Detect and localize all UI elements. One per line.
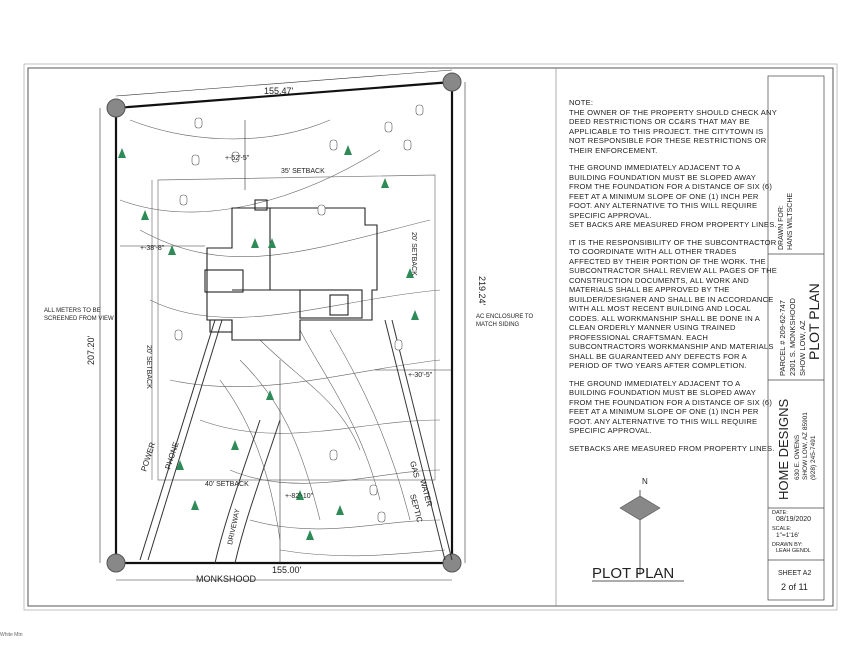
scale-label: SCALE: — [772, 526, 792, 532]
left-setback-label: 20' SETBACK — [145, 345, 152, 389]
credit-text: White Mtn — [0, 632, 23, 638]
bottom-dimension: 155.00' — [272, 565, 302, 575]
house-side-dimension: +-38'-8" — [140, 245, 165, 252]
trees — [174, 104, 424, 523]
meters-note-line1: ALL METERS TO BE — [44, 308, 101, 314]
corner-pin — [442, 553, 462, 573]
ac-note-line2: MATCH SIDING — [476, 322, 520, 328]
corner-pin — [442, 72, 462, 92]
title-block — [767, 75, 825, 601]
sheet-border — [27, 67, 834, 607]
drawn-for-label: DRAWN FOR: — [778, 205, 785, 250]
sheet-count: 2 of 11 — [781, 582, 808, 592]
client-name: HANS WILTSCHE — [787, 192, 794, 250]
conifers — [118, 145, 419, 540]
note-subcontractor: IT IS THE RESPONSIBILITY OF THE SUBCONTR… — [569, 237, 778, 371]
note-foundation-slope: THE GROUND IMMEDIATELY ADJACENT TO A BUI… — [569, 163, 773, 220]
right-setback-label: 20' SETBACK — [410, 232, 417, 276]
property-boundary — [114, 80, 454, 565]
north-arrow-icon — [619, 490, 661, 575]
note-deed-restrictions: THE OWNER OF THE PROPERTY SHOULD CHECK A… — [569, 107, 777, 155]
company-phone: (928) 245-7491 — [810, 435, 817, 480]
ac-note-line1: AC ENCLOSURE TO — [476, 314, 533, 320]
parcel-number: PARCEL # 209-62-747 — [778, 300, 787, 376]
top-setback-label: 35' SETBACK — [281, 168, 325, 175]
sheet-outer-border — [23, 63, 838, 611]
note-foundation-slope-2: THE GROUND IMMEDIATELY ADJACENT TO A BUI… — [569, 378, 773, 436]
plot-plan-title: PLOT PLAN — [592, 565, 674, 582]
corner-pin — [106, 98, 126, 118]
note-setbacks: SET BACKS ARE MEASURED FROM PROPERTY LIN… — [569, 220, 777, 229]
septic-label: SEPTIC — [408, 493, 424, 523]
bottom-setback-label: 40' SETBACK — [205, 481, 249, 488]
sheet-number: SHEET A2 — [778, 570, 812, 577]
power-label: POWER — [139, 441, 157, 473]
sheet-title: PLOT PLAN — [806, 283, 822, 360]
house-front-dimension: +-52'-5" — [225, 155, 250, 162]
house-footprint — [204, 199, 378, 341]
drawn-by-label: DRAWN BY: — [772, 542, 803, 548]
date-value: 08/19/2020 — [776, 516, 812, 523]
company-address: 630 E. OWENS — [794, 434, 801, 480]
utility-lines — [139, 319, 453, 564]
meters-note-line2: SCREENED FROM VIEW — [44, 316, 114, 322]
site-address: 2301 S. MONKSHOOD — [788, 298, 797, 376]
house-right-dimension: +-30'-5" — [408, 372, 433, 379]
right-dimension: 219.24' — [477, 276, 487, 306]
company-name: HOME DESIGNS — [776, 398, 791, 500]
drawn-by-value: LEAH GENDL — [776, 548, 811, 554]
top-dimension: 155.47' — [264, 86, 294, 96]
driveway-label: DRIVEWAY — [227, 508, 242, 546]
street-label: MONKSHOOD — [196, 574, 257, 584]
corner-pin — [106, 553, 126, 573]
note-setbacks-2: SETBACKS ARE MEASURED FROM PROPERTY LINE… — [569, 443, 775, 453]
notes-heading: NOTE: — [569, 98, 594, 107]
setback-lines — [157, 174, 436, 481]
contour-lines — [119, 119, 446, 557]
gas-label: GAS — [408, 460, 421, 479]
north-label: N — [642, 477, 648, 486]
dimension-lines — [99, 69, 466, 581]
left-dimension: 207.20' — [86, 335, 96, 365]
general-notes: NOTE: THE OWNER OF THE PROPERTY SHOULD C… — [569, 98, 779, 461]
company-city: SHOW LOW, AZ 85901 — [802, 412, 809, 480]
date-label: DATE: — [772, 510, 788, 516]
scale-value: 1"=1'16' — [776, 532, 800, 539]
house-rear-dimension: +-82'-10" — [285, 493, 314, 500]
